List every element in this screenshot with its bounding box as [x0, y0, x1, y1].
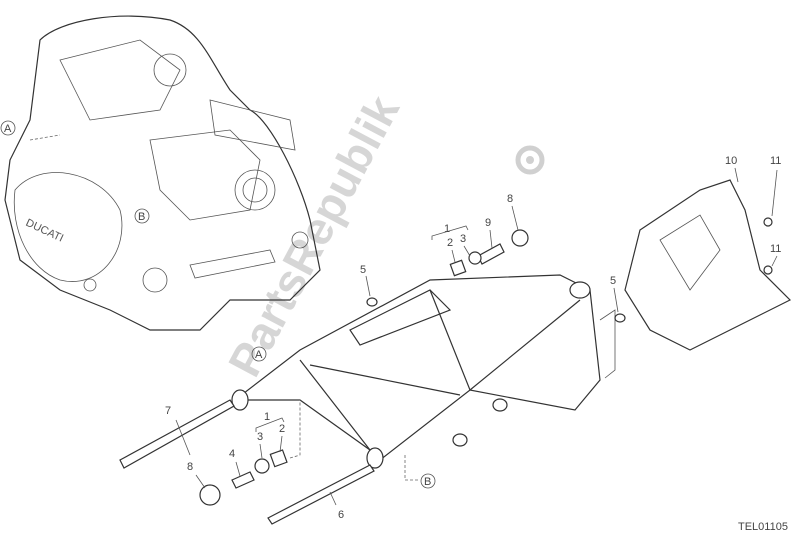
callout-b-top: B — [138, 211, 145, 223]
callout-8-bottom: 8 — [187, 461, 193, 473]
callout-3-bottom: 3 — [257, 431, 263, 443]
frame-drawing — [231, 274, 616, 469]
callout-1-bottom: 1 — [264, 411, 270, 423]
callout-1-top: 1 — [444, 223, 450, 235]
callout-4: 4 — [229, 448, 235, 460]
callout-2-top: 2 — [447, 237, 453, 249]
callout-3-top: 3 — [460, 233, 466, 245]
callout-8-top: 8 — [507, 193, 513, 205]
callout-5-left: 5 — [360, 264, 366, 276]
watermark: PartsRepublik — [218, 87, 545, 385]
bracket-10-drawing — [624, 179, 792, 351]
callout-10: 10 — [725, 155, 737, 167]
svg-text:DUCATI: DUCATI — [24, 217, 65, 245]
callout-a-top: A — [4, 123, 12, 135]
callout-a-center: A — [255, 349, 263, 361]
callout-5-right: 5 — [610, 275, 616, 287]
hardware-parts — [29, 134, 626, 525]
gear-logo-icon — [515, 145, 545, 175]
diagram-code: TEL01105 — [738, 521, 788, 533]
callout-labels: A B A B 10 11 11 8 9 3 2 1 5 5 7 8 4 3 1… — [0, 120, 781, 521]
callout-7: 7 — [165, 405, 171, 417]
leader-lines — [175, 167, 778, 506]
callout-11-mid: 11 — [770, 243, 781, 255]
callout-b-bottom: B — [424, 476, 431, 488]
callout-6: 6 — [338, 509, 344, 521]
callout-2-bottom: 2 — [279, 423, 285, 435]
callout-9: 9 — [485, 217, 491, 229]
callout-11-top: 11 — [770, 155, 781, 167]
